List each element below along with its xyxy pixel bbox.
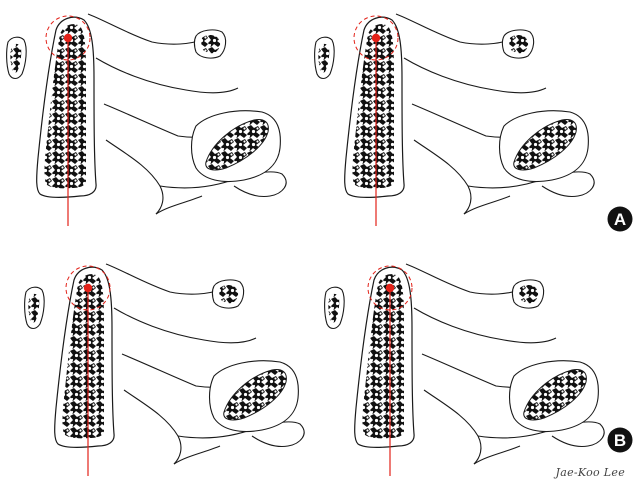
diagram-panel: [7, 14, 286, 226]
diagram-panel: [25, 264, 304, 476]
label-badge-a: A: [608, 207, 633, 232]
label-a: A: [614, 210, 626, 229]
diagram-panel: [315, 14, 594, 226]
artist-signature: Jae-Koo Lee: [556, 466, 625, 479]
label-badge-b: B: [608, 428, 633, 453]
label-b: B: [614, 431, 626, 450]
diagram-panel: [325, 264, 604, 476]
